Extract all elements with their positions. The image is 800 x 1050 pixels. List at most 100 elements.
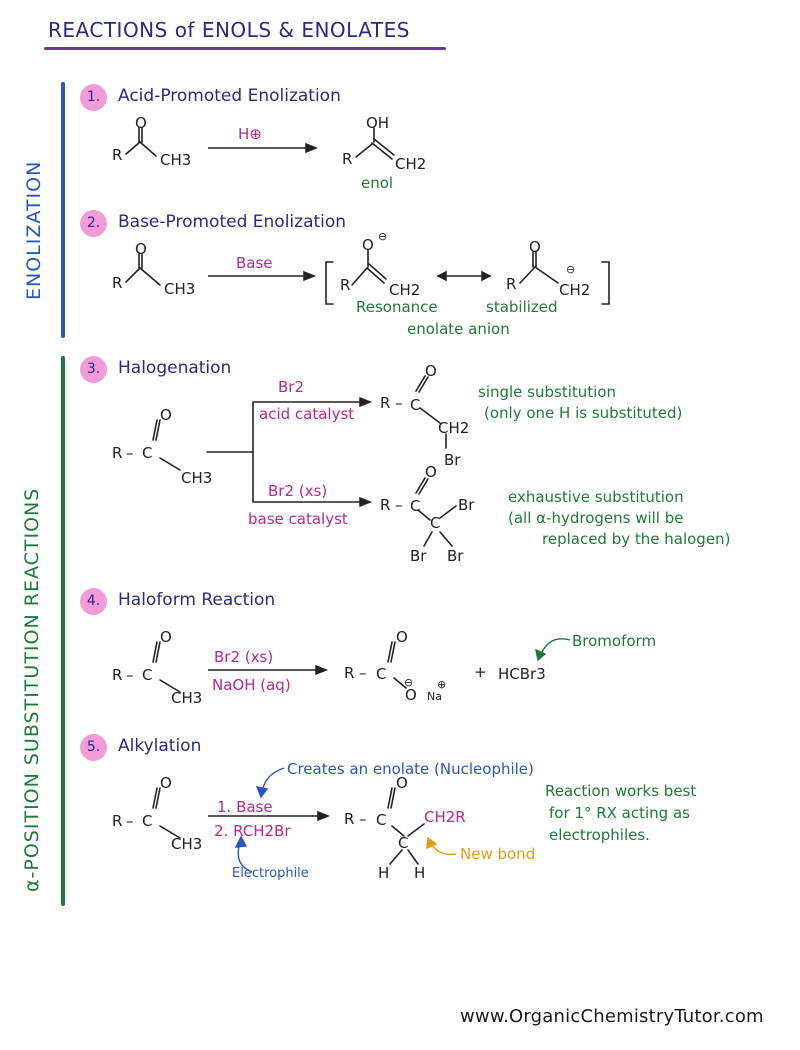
s4-plus-sign: +: [474, 663, 487, 681]
enolate-anion-label: enolate anion: [407, 320, 510, 338]
s4-product-sodium: Na: [427, 690, 442, 703]
s3-reactant-oxygen: O: [160, 406, 172, 424]
enol-label: enol: [361, 174, 394, 192]
section-5-badge: 5.: [80, 734, 107, 761]
s5-product-alpha-carbon: C: [398, 834, 409, 852]
substitution-bar: [61, 356, 65, 906]
s5-reactant-ch3: CH3: [171, 835, 203, 853]
s1-product-r: R: [342, 150, 353, 168]
enolate-2-ch2: CH2: [559, 281, 591, 299]
single-substitution-note: single substitution: [478, 383, 617, 401]
s3-bottom-product-r: R: [380, 496, 391, 514]
s3-top-condition: acid catalyst: [259, 405, 355, 423]
s3-bottom-product-br-2: Br: [410, 547, 427, 565]
s5-reagent-1: 1. Base: [217, 798, 273, 816]
s4-reactant-oxygen: O: [160, 628, 172, 646]
s1-reactant-r: R: [112, 146, 123, 164]
s1-product-ch2: CH2: [395, 155, 427, 173]
s3-bottom-product-dash: –: [395, 496, 403, 514]
footer-website: www.OrganicChemistryTutor.com: [460, 1006, 764, 1027]
s5-reactant-carbon: C: [142, 812, 153, 830]
s4-product-negative-charge: ⊖: [404, 676, 414, 689]
s3-bottom-product-carbon: C: [410, 497, 421, 515]
s4-product-carbon: C: [376, 665, 387, 683]
s2-reagent: Base: [236, 254, 273, 272]
s5-product-h-1: H: [378, 864, 390, 882]
s2-reactant-oxygen: O: [135, 240, 147, 258]
s3-top-product-dash: –: [395, 394, 403, 412]
s5-product-dash: –: [359, 810, 367, 828]
bromoform-note: Bromoform: [572, 632, 657, 650]
s4-reactant-dash: –: [126, 666, 134, 684]
s3-bottom-reagent: Br2 (xs): [268, 482, 328, 500]
s3-bottom-product-alpha-carbon: C: [430, 514, 441, 532]
s3-top-reagent: Br2: [278, 378, 305, 396]
section-5-heading: Alkylation: [118, 736, 202, 756]
section-3-heading: Halogenation: [118, 358, 232, 378]
section-3-badge: 3.: [80, 356, 107, 383]
s3-top-product-ch2: CH2: [438, 419, 470, 437]
section-4-heading: Haloform Reaction: [118, 590, 276, 610]
s4-bromoform-formula: HCBr3: [498, 665, 546, 683]
s4-reactant-carbon: C: [142, 666, 153, 684]
s3-reactant-dash: –: [126, 444, 134, 462]
s3-top-product-br: Br: [444, 451, 461, 469]
s4-reagent-top: Br2 (xs): [214, 648, 274, 666]
s5-product-h-2: H: [414, 864, 426, 882]
s1-reactant-oxygen: O: [135, 114, 147, 132]
s4-reactant-r: R: [112, 666, 123, 684]
section-4-badge: 4.: [80, 588, 107, 615]
s3-bottom-product-oxygen: O: [425, 463, 437, 481]
s1-reactant-ch3: CH3: [160, 151, 192, 169]
s2-reactant-ch3: CH3: [164, 280, 196, 298]
s5-product-r: R: [344, 810, 355, 828]
s3-bottom-condition: base catalyst: [248, 510, 348, 528]
s3-reactant-carbon: C: [142, 444, 153, 462]
page-title: REACTIONS of ENOLS & ENOLATES: [48, 18, 410, 42]
s5-reactant-dash: –: [126, 812, 134, 830]
works-best-note-2: for 1° RX acting as: [549, 804, 690, 822]
s2-reactant-r: R: [112, 274, 123, 292]
s5-product-ch2r: CH2R: [424, 808, 466, 826]
s4-product-alkoxide-oxygen: O: [405, 686, 417, 704]
s4-reagent-bottom: NaOH (aq): [212, 676, 291, 694]
section-2-badge: 2.: [80, 210, 107, 237]
s4-product-oxygen: O: [396, 628, 408, 646]
s5-reagent-2: 2. RCH2Br: [214, 822, 291, 840]
resonance-label: Resonance: [356, 298, 438, 316]
s5-product-oxygen: O: [396, 774, 408, 792]
electrophile-note: Electrophile: [232, 866, 309, 881]
section-1-badge: 1.: [80, 84, 107, 111]
s5-product-carbon: C: [376, 811, 387, 829]
s3-reactant-ch3: CH3: [181, 469, 213, 487]
s4-product-positive-charge: ⊕: [437, 678, 447, 691]
section-1-heading: Acid-Promoted Enolization: [118, 86, 341, 106]
enolate-1-charge: ⊖: [378, 230, 388, 243]
enolization-bar: [61, 82, 65, 338]
enolate-1-oxygen: O: [362, 236, 374, 254]
single-substitution-detail: (only one H is substituted): [484, 404, 683, 422]
exhaustive-substitution-note: exhaustive substitution: [508, 488, 684, 506]
s3-bottom-product-br-3: Br: [447, 547, 464, 565]
s1-reagent: H⊕: [238, 125, 262, 143]
enolate-2-charge: ⊖: [566, 263, 576, 276]
exhaustive-substitution-detail-2: replaced by the halogen): [542, 530, 731, 548]
s3-top-product-carbon: C: [410, 396, 421, 414]
s3-top-product-r: R: [380, 394, 391, 412]
section-2-heading: Base-Promoted Enolization: [118, 212, 347, 232]
enolate-1-r: R: [340, 276, 351, 294]
s3-reactant-r: R: [112, 444, 123, 462]
s4-product-r: R: [344, 664, 355, 682]
enolate-1-ch2: CH2: [389, 281, 421, 299]
enolate-2-r: R: [506, 275, 517, 293]
exhaustive-substitution-detail-1: (all α-hydrogens will be: [508, 509, 684, 527]
s5-reactant-oxygen: O: [160, 774, 172, 792]
s4-reactant-ch3: CH3: [171, 689, 203, 707]
creates-enolate-note: Creates an enolate (Nucleophile): [287, 760, 534, 778]
enolate-2-oxygen: O: [529, 238, 541, 256]
s1-product-oh: OH: [366, 114, 390, 132]
s5-reactant-r: R: [112, 812, 123, 830]
s3-top-product-oxygen: O: [425, 362, 437, 380]
title-underline: [44, 47, 446, 50]
